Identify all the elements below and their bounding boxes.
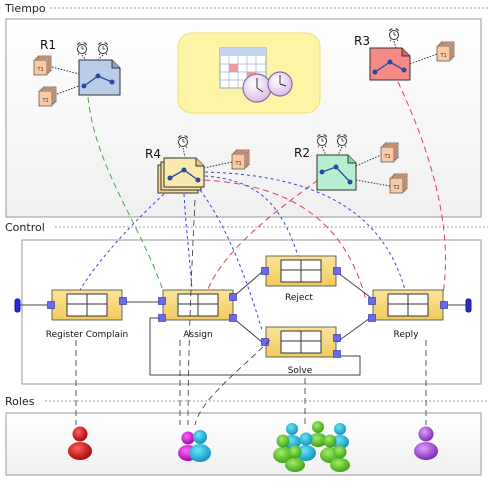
timetable-t1-icon: T1 [33,55,52,76]
port [158,297,166,305]
person-icon [273,434,293,463]
rule-document-icon [78,59,121,96]
rule-r1[interactable]: R1 T1 T2 [33,38,121,107]
rule-document-icon [369,47,411,81]
person-icon [285,445,305,472]
person-icon [68,426,92,460]
rule-document-stack-icon [157,157,205,194]
link-r3-reply [397,81,447,301]
timetable-t1-icon: T1 [380,142,399,163]
person-icon [189,430,211,462]
activity-solve[interactable]: Solve [261,326,341,376]
timetable-t2-icon: T2 [38,86,57,107]
rule-activity-links [79,81,447,331]
link-r4-solve [199,189,263,331]
activity-reply[interactable]: Reply [368,289,448,340]
rule-r2[interactable]: R2 T1 T2 [294,134,408,194]
svg-text:T1: T1 [440,53,447,59]
calendar-clock-icon [177,32,321,114]
svg-text:T2: T2 [393,185,400,191]
role-links [75,199,427,426]
svg-text:T2: T2 [42,98,49,104]
link-r4-reply-blue [204,171,406,291]
port [440,301,448,309]
link-r4-reject [204,175,299,257]
link-r4-register [79,193,165,291]
port [158,314,166,322]
rule-r4[interactable]: R4 T1 [145,135,250,194]
rule-r4-label: R4 [145,147,161,161]
port [368,314,376,322]
port [47,301,55,309]
link-r4-reply [203,179,367,301]
person-icon [309,421,327,447]
activity-label: Solve [288,366,313,376]
person-icon [296,432,316,461]
link-r2-assign [207,179,319,290]
link-r1-assign [87,96,167,301]
control-flow [20,271,466,376]
port [333,350,341,358]
start-event[interactable] [14,298,21,313]
activity-register-complain[interactable]: Register Complain [46,289,128,340]
role-single-red[interactable] [68,426,92,461]
svg-text:T1: T1 [235,161,242,167]
rule-r3-label: R3 [354,34,370,48]
timetable-t1-icon: T1 [436,41,455,62]
role-group-green-teal[interactable] [273,421,350,472]
activity-label: Reply [394,330,420,340]
role-pair-magenta-teal[interactable] [178,430,211,462]
control-section-title: Control [5,221,45,234]
rule-r2-label: R2 [294,146,310,160]
person-icon [414,426,438,460]
rule-document-icon [316,154,357,191]
person-icon [330,445,350,472]
port [333,267,341,275]
activity-label: Assign [183,330,212,340]
role-single-purple[interactable] [414,426,438,461]
svg-text:T1: T1 [37,67,44,73]
rule-r1-label: R1 [40,38,56,52]
rule-r3[interactable]: R3 T1 [354,28,455,81]
roles-section-title: Roles [5,395,35,408]
activity-label: Register Complain [46,330,128,340]
time-section-title: Tiempo [4,2,46,15]
link-r4-assign [183,193,193,291]
activity-label: Reject [285,293,313,303]
timetable-t2-icon: T2 [389,173,408,194]
port [229,314,237,322]
svg-text:T1: T1 [384,154,391,160]
activity-reject[interactable]: Reject [261,255,341,303]
end-event[interactable] [465,298,472,313]
port [261,267,269,275]
activity-assign[interactable]: Assign [158,289,237,340]
port [333,334,341,342]
port [119,297,127,305]
port [368,297,376,305]
timetable-t1-icon: T1 [231,149,250,170]
port [229,293,237,301]
